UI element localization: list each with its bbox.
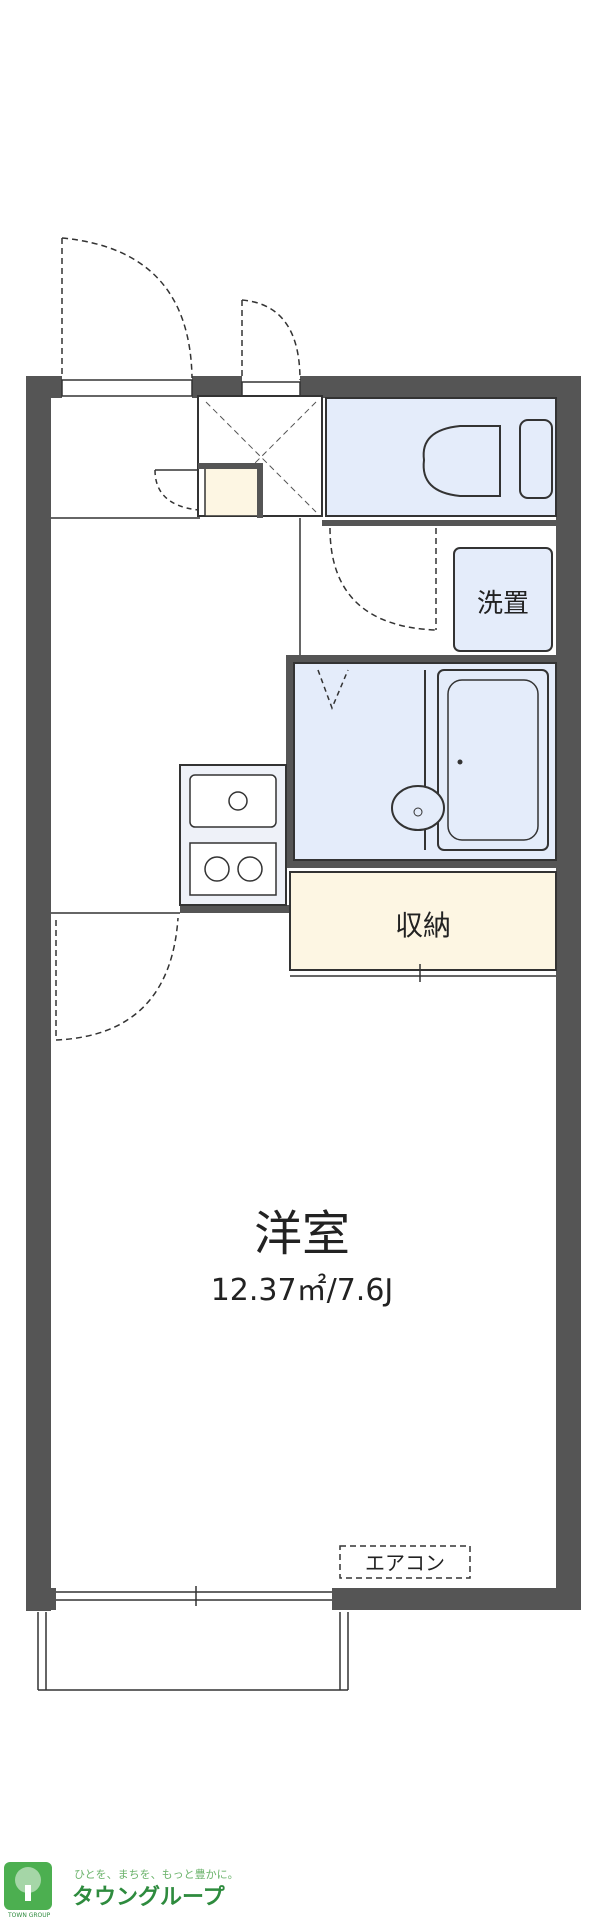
storage: 収納 [289, 871, 557, 982]
logo-tagline: ひとを、まちを、もっと豊かに。 [74, 1868, 239, 1881]
logo-sub: TOWN GROUP [7, 1912, 51, 1919]
town-group-logo: ひとを、まちを、もっと豊かに。 タウングループ TOWN GROUP [4, 1862, 239, 1919]
shoe-closet-door [241, 299, 301, 407]
tree-icon [4, 1862, 52, 1910]
main-room-area: 12.37㎡/7.6J [211, 1273, 394, 1308]
toilet-door [299, 518, 437, 655]
genkan [51, 469, 200, 519]
washer-label: 洗置 [477, 589, 529, 619]
shoe-box [197, 395, 323, 518]
aircon: エアコン [339, 1545, 471, 1579]
outer-walls [26, 376, 581, 1611]
toilet-room [325, 397, 557, 517]
entrance-door [61, 237, 193, 397]
aircon-label: エアコン [365, 1551, 445, 1575]
logo-name: タウングループ [72, 1884, 226, 1910]
interior-walls [180, 520, 556, 913]
washer-space: 洗置 [453, 547, 553, 652]
balcony [37, 1612, 349, 1691]
kitchen [179, 764, 287, 906]
main-room-name: 洋室 [254, 1206, 350, 1262]
storage-label: 収納 [395, 909, 451, 942]
balcony-window [56, 1586, 332, 1606]
room-door [51, 912, 180, 1041]
bathroom [293, 662, 557, 861]
